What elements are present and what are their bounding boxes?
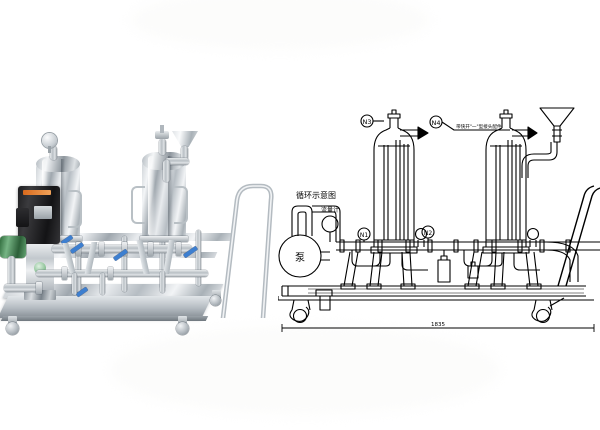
rail-leg-4 <box>196 230 201 286</box>
vessel-right-clamp <box>140 236 188 242</box>
vessel-right-vent <box>160 125 164 133</box>
manifold-flange-5 <box>176 242 181 256</box>
rail-leg-3 <box>160 233 165 289</box>
vessel-right-handle-right <box>174 186 188 224</box>
motor-terminal-box <box>16 208 29 227</box>
manifold-flange-2 <box>99 242 104 256</box>
manifold-flange-7 <box>108 267 113 280</box>
pump-base <box>24 290 56 300</box>
vessel-right-handle-left <box>131 186 145 224</box>
inlet-flange <box>36 282 42 294</box>
funnel-elbow <box>165 158 189 165</box>
rail-leg-1 <box>76 240 81 292</box>
inlet-pipe <box>4 284 38 292</box>
drop-leg-2 <box>100 273 105 295</box>
vessel-left-neck <box>50 146 57 160</box>
background-shadow-top <box>130 0 430 50</box>
schematic-note: 带快开"一"型接头配件 <box>456 123 502 130</box>
port-label-n4: N4 <box>432 119 441 127</box>
pressure-gauge <box>42 133 57 148</box>
product-photo: Twin stainless steel filter housings, ve… <box>0 0 290 430</box>
vessel-left-handle <box>68 190 82 228</box>
motor-nameplate <box>34 206 52 219</box>
inlet-strainer <box>0 236 26 258</box>
background-shadow-bottom <box>110 325 500 415</box>
funnel-neck <box>181 146 188 160</box>
vessel-right-topvalve <box>155 131 169 139</box>
drop-leg-3 <box>160 271 165 293</box>
vessel-right-neck <box>159 139 166 155</box>
manifold-flange-6 <box>62 267 67 280</box>
circulation-schematic: N3 N4 带快开"一"型接头配件 <box>278 100 600 340</box>
rail-leg-2 <box>122 236 127 292</box>
dimension-label: 1835 <box>431 322 445 328</box>
drop-leg-1 <box>72 273 77 295</box>
push-handle <box>203 178 275 321</box>
port-label-n1: N1 <box>360 232 368 239</box>
feed-funnel <box>172 131 198 147</box>
port-label-n2: N2 <box>424 230 432 237</box>
pump-label: 泵 <box>295 252 305 264</box>
manifold-flange-3 <box>122 242 127 256</box>
schematic-title: 循环示意图 <box>296 190 336 200</box>
manifold-flange-4 <box>148 242 153 256</box>
gauge-stem <box>48 146 51 153</box>
port-label-n3: N3 <box>363 118 372 126</box>
funnel-downpipe <box>163 160 170 182</box>
motor-label-strip <box>23 190 51 195</box>
inlet-riser <box>8 256 15 286</box>
flow-meter-label: 流量计 <box>321 206 339 214</box>
manifold-lower <box>36 270 208 277</box>
